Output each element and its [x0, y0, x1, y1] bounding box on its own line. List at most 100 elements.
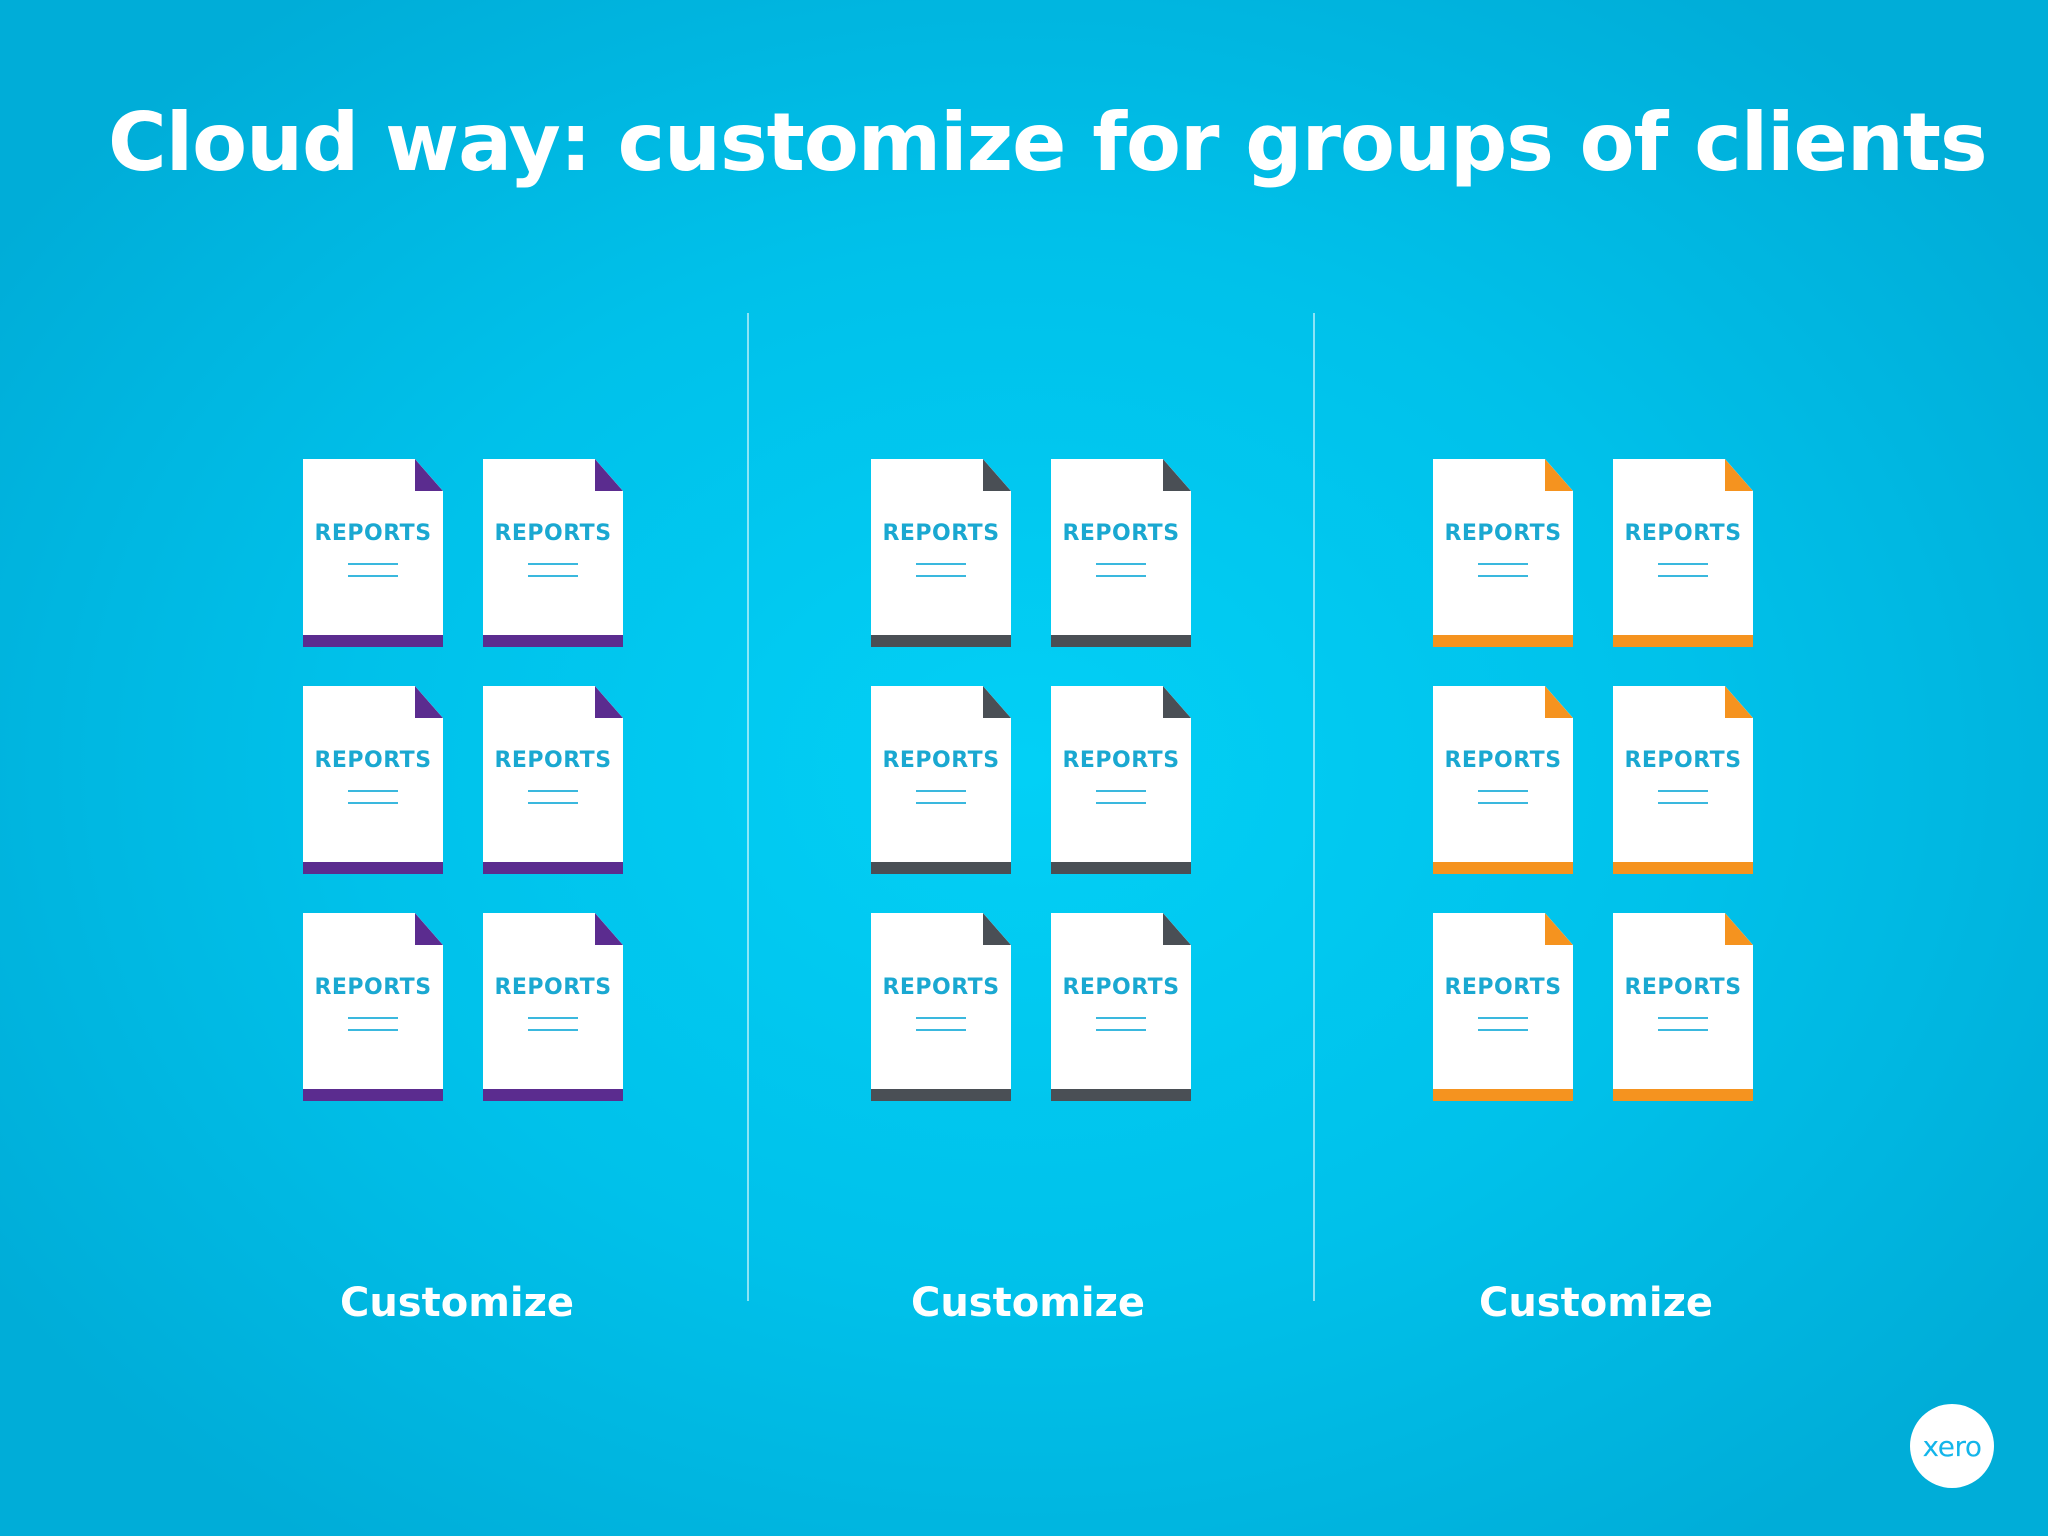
- text-lines: [1658, 1017, 1708, 1031]
- report-document-icon: REPORTS: [483, 913, 623, 1101]
- accent-bar: [1433, 635, 1573, 647]
- report-document-icon: REPORTS: [1051, 459, 1191, 647]
- accent-bar: [871, 635, 1011, 647]
- report-document-icon: REPORTS: [1613, 459, 1753, 647]
- text-lines: [528, 790, 578, 804]
- accent-bar: [1433, 1089, 1573, 1101]
- text-lines: [916, 563, 966, 577]
- report-document-icon: REPORTS: [483, 459, 623, 647]
- accent-bar: [1051, 635, 1191, 647]
- report-document-icon: REPORTS: [1433, 459, 1573, 647]
- text-lines: [348, 563, 398, 577]
- text-lines: [916, 790, 966, 804]
- report-document-icon: REPORTS: [303, 913, 443, 1101]
- page-fold: [1163, 913, 1191, 945]
- client-group-3: REPORTS REPORTS REPORTS REPORTS: [1433, 459, 1753, 1101]
- report-label: REPORTS: [494, 748, 612, 773]
- text-lines: [1658, 563, 1708, 577]
- report-document-icon: REPORTS: [1613, 913, 1753, 1101]
- report-grid: REPORTS REPORTS REPORTS REPORTS: [1433, 459, 1753, 1101]
- page-fold: [1545, 686, 1573, 718]
- group-caption: Customize: [339, 1280, 575, 1326]
- report-label: REPORTS: [1624, 521, 1742, 546]
- report-label: REPORTS: [494, 521, 612, 546]
- accent-bar: [871, 862, 1011, 874]
- accent-bar: [303, 1089, 443, 1101]
- accent-bar: [1433, 862, 1573, 874]
- report-label: REPORTS: [882, 748, 1000, 773]
- accent-bar: [483, 635, 623, 647]
- page-fold: [983, 459, 1011, 491]
- report-label: REPORTS: [494, 975, 612, 1000]
- text-lines: [348, 1017, 398, 1031]
- report-document-icon: REPORTS: [871, 459, 1011, 647]
- report-document-icon: REPORTS: [303, 686, 443, 874]
- report-label: REPORTS: [1062, 748, 1180, 773]
- page-fold: [595, 459, 623, 491]
- column-divider: [1313, 313, 1315, 1301]
- report-label: REPORTS: [1444, 748, 1562, 773]
- text-lines: [1096, 563, 1146, 577]
- page-fold: [1163, 686, 1191, 718]
- page-title: Cloud way: customize for groups of clien…: [108, 96, 1988, 189]
- report-document-icon: REPORTS: [871, 686, 1011, 874]
- accent-bar: [1613, 1089, 1753, 1101]
- report-label: REPORTS: [1444, 975, 1562, 1000]
- report-label: REPORTS: [314, 521, 432, 546]
- accent-bar: [1051, 1089, 1191, 1101]
- page-fold: [1545, 913, 1573, 945]
- accent-bar: [1051, 862, 1191, 874]
- text-lines: [1478, 1017, 1528, 1031]
- accent-bar: [483, 1089, 623, 1101]
- client-group-1: REPORTS REPORTS REPORTS REPORTS: [303, 459, 623, 1101]
- report-document-icon: REPORTS: [871, 913, 1011, 1101]
- page-fold: [595, 913, 623, 945]
- text-lines: [528, 1017, 578, 1031]
- logo-text: xero: [1922, 1429, 1982, 1463]
- page-fold: [1545, 459, 1573, 491]
- text-lines: [1096, 1017, 1146, 1031]
- accent-bar: [483, 862, 623, 874]
- report-label: REPORTS: [1444, 521, 1562, 546]
- page-fold: [415, 913, 443, 945]
- client-group-2: REPORTS REPORTS REPORTS REPORTS: [871, 459, 1191, 1101]
- report-document-icon: REPORTS: [1051, 686, 1191, 874]
- page-fold: [1725, 686, 1753, 718]
- report-label: REPORTS: [882, 521, 1000, 546]
- page-fold: [1725, 459, 1753, 491]
- page-fold: [983, 686, 1011, 718]
- report-label: REPORTS: [314, 975, 432, 1000]
- report-label: REPORTS: [882, 975, 1000, 1000]
- accent-bar: [1613, 862, 1753, 874]
- report-grid: REPORTS REPORTS REPORTS REPORTS: [303, 459, 623, 1101]
- report-label: REPORTS: [1062, 975, 1180, 1000]
- report-label: REPORTS: [1624, 748, 1742, 773]
- page-fold: [1163, 459, 1191, 491]
- accent-bar: [303, 862, 443, 874]
- report-document-icon: REPORTS: [1613, 686, 1753, 874]
- page-fold: [595, 686, 623, 718]
- column-divider: [747, 313, 749, 1301]
- accent-bar: [303, 635, 443, 647]
- report-document-icon: REPORTS: [1051, 913, 1191, 1101]
- accent-bar: [871, 1089, 1011, 1101]
- page-fold: [415, 686, 443, 718]
- text-lines: [1478, 563, 1528, 577]
- report-grid: REPORTS REPORTS REPORTS REPORTS: [871, 459, 1191, 1101]
- text-lines: [348, 790, 398, 804]
- text-lines: [1658, 790, 1708, 804]
- report-label: REPORTS: [1624, 975, 1742, 1000]
- page-fold: [983, 913, 1011, 945]
- text-lines: [1478, 790, 1528, 804]
- text-lines: [1096, 790, 1146, 804]
- report-document-icon: REPORTS: [303, 459, 443, 647]
- text-lines: [916, 1017, 966, 1031]
- report-document-icon: REPORTS: [483, 686, 623, 874]
- report-document-icon: REPORTS: [1433, 686, 1573, 874]
- text-lines: [528, 563, 578, 577]
- report-label: REPORTS: [1062, 521, 1180, 546]
- report-label: REPORTS: [314, 748, 432, 773]
- report-document-icon: REPORTS: [1433, 913, 1573, 1101]
- page-fold: [415, 459, 443, 491]
